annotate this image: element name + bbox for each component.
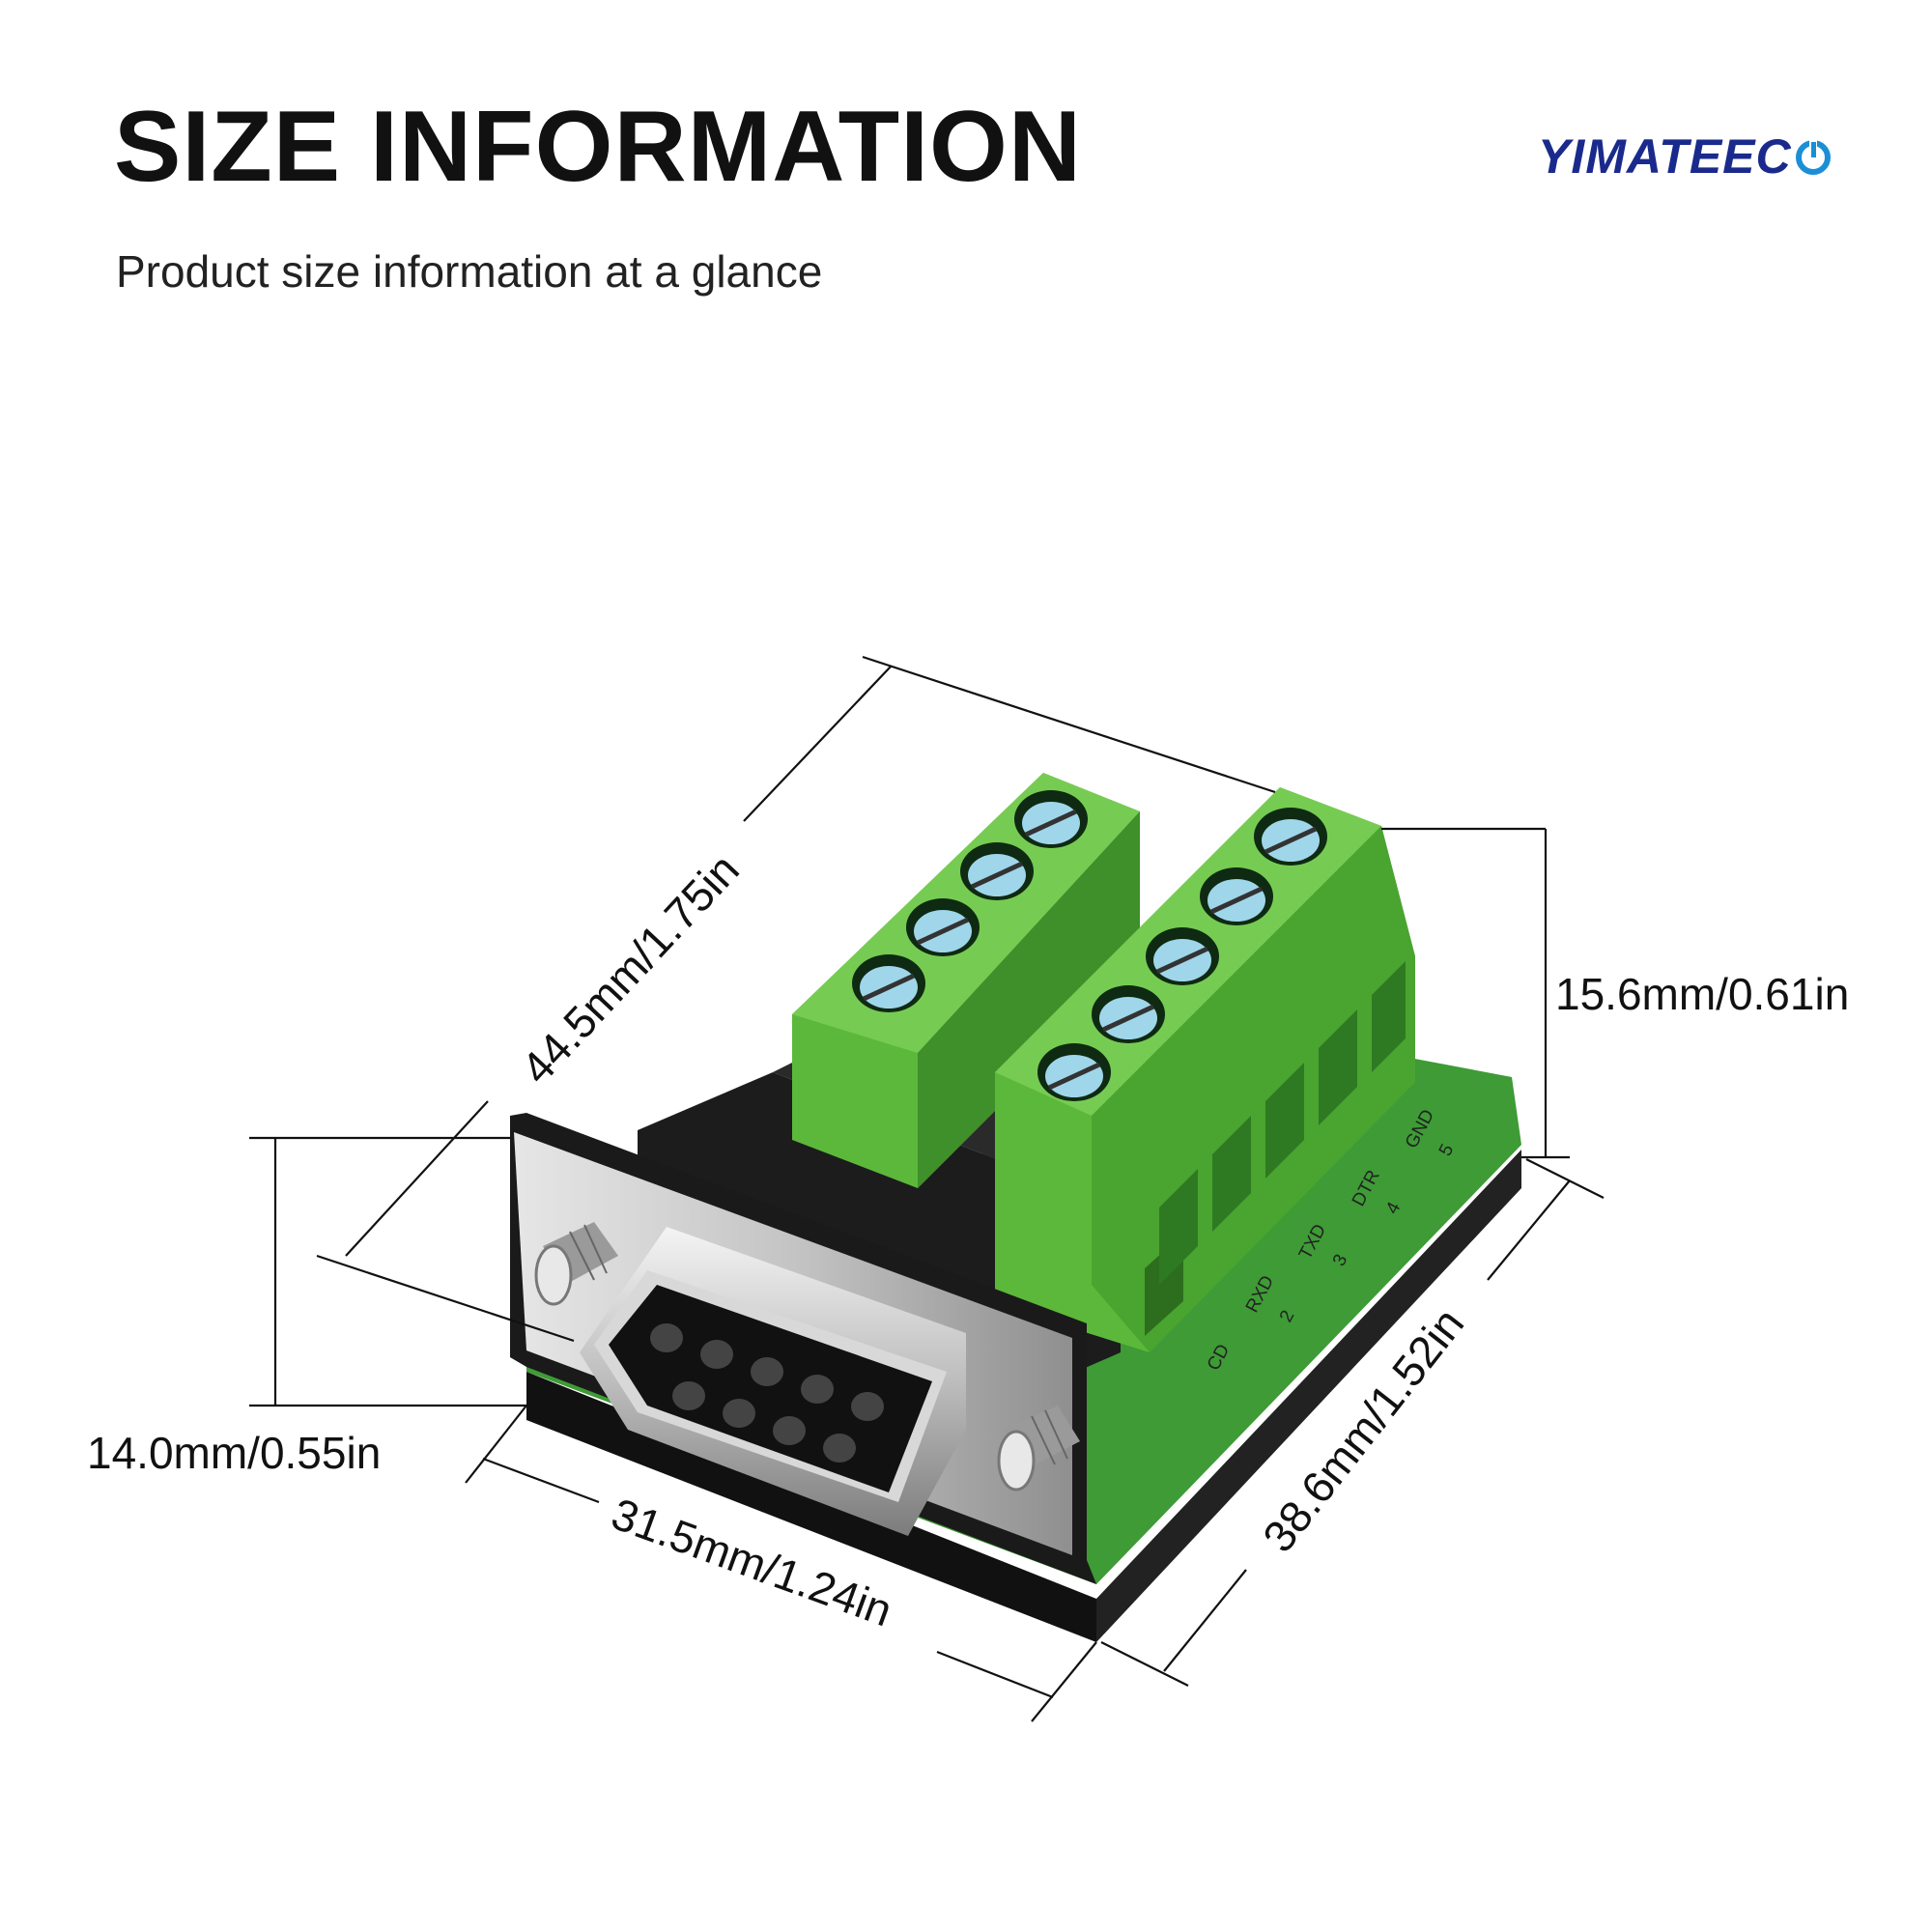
screw [1254,808,1327,866]
screw [906,898,980,956]
screw [960,842,1034,900]
power-icon [1795,140,1831,175]
dim-terminal-height-label: 15.6mm/0.61in [1555,969,1849,1019]
thumbscrew-left [534,1222,618,1306]
dim-length-label: 44.5mm/1.75in [511,844,749,1094]
dim-body-height-label: 14.0mm/0.55in [87,1428,381,1478]
screws-front [1037,808,1327,1101]
wire-entry-slots [1159,961,1406,1285]
screw [1146,927,1219,985]
brand-logo: YIMATEEC [1538,132,1833,181]
dimension-lines [249,655,1605,1722]
screws-rear [852,790,1088,1012]
page-title: SIZE INFORMATION [114,91,1083,203]
page-subtitle: Product size information at a glance [116,246,823,297]
screw [852,954,925,1012]
brand-name: YIMATEEC [1538,129,1792,184]
screw [1092,985,1165,1043]
thumbscrew-right [997,1406,1080,1492]
screw [1014,790,1088,848]
screw [1200,867,1273,925]
pin-sockets [650,1323,884,1463]
screw [1037,1043,1111,1101]
